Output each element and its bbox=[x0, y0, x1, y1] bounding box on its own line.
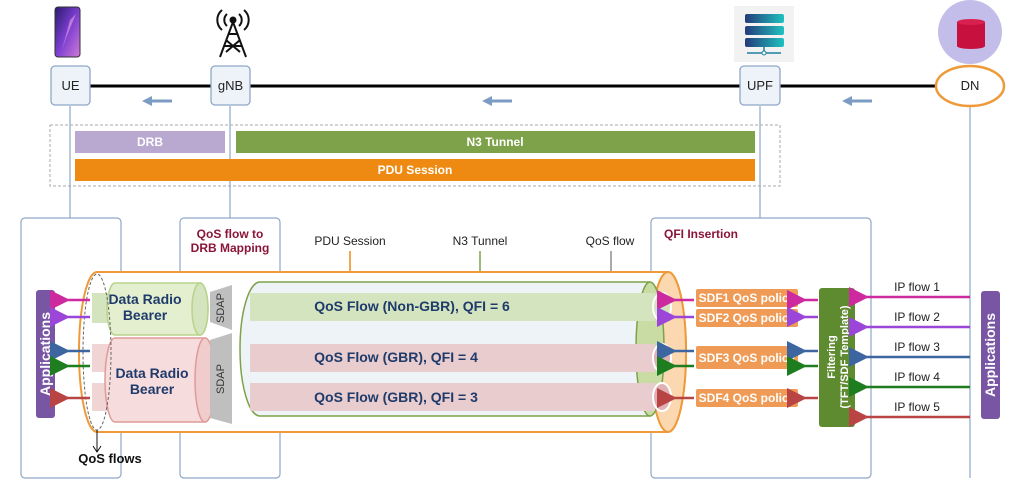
smartphone-icon bbox=[54, 6, 81, 58]
sdf2-policy[interactable]: SDF2 QoS policy bbox=[696, 309, 798, 327]
drb2-label-line1: Data Radio bbox=[115, 365, 188, 381]
qos-flow-label: QoS Flow (GBR), QFI = 4 bbox=[314, 349, 478, 365]
upf-label: UPF bbox=[747, 78, 773, 93]
n3-tunnel-bar: N3 Tunnel bbox=[236, 131, 755, 153]
ip-flow-label: IP flow 3 bbox=[894, 340, 940, 354]
dn-label: DN bbox=[961, 78, 980, 93]
qos-flows-label: QoS flows bbox=[78, 451, 142, 466]
bearer-overview-frame bbox=[49, 124, 781, 187]
sdf2-policy-label: SDF2 QoS policy bbox=[699, 311, 796, 325]
drb1-label-line1: Data Radio bbox=[108, 291, 181, 307]
pdu-session-annotation: PDU Session bbox=[314, 234, 385, 248]
data-radio-bearer-1: Data Radio Bearer bbox=[92, 282, 209, 336]
server-rack-icon bbox=[734, 6, 794, 62]
qos-flow-annotation: QoS flow bbox=[586, 234, 635, 248]
sdap-label: SDAP bbox=[215, 364, 227, 394]
cell-tower-icon bbox=[216, 9, 250, 58]
qos-flow-label: QoS Flow (Non-GBR), QFI = 6 bbox=[314, 298, 510, 314]
ip-flow-label: IP flow 5 bbox=[894, 400, 940, 414]
sdf3-policy-label: SDF3 QoS policy bbox=[699, 351, 796, 365]
dn-applications-block[interactable]: Applications bbox=[981, 291, 1000, 419]
sdf4-policy-label: SDF4 QoS policy bbox=[699, 391, 796, 405]
ip-flow-label: IP flow 1 bbox=[894, 280, 940, 294]
ue-label: UE bbox=[61, 78, 79, 93]
sdf4-policy[interactable]: SDF4 QoS policy bbox=[696, 389, 798, 407]
filtering-block[interactable]: Filtering (TFT/SDF Template) bbox=[819, 288, 855, 427]
n3-tunnel-bar-label: N3 Tunnel bbox=[466, 135, 523, 149]
sdap-block-2: SDAP bbox=[210, 333, 232, 424]
left-arrow-icon bbox=[842, 96, 872, 106]
dn-applications-label: Applications bbox=[982, 313, 998, 397]
left-arrow-icon bbox=[482, 96, 512, 106]
drb-bar: DRB bbox=[75, 131, 225, 153]
qos-flow-band-qfi6 bbox=[250, 293, 655, 321]
qos-flow-cap bbox=[652, 343, 672, 373]
dn-node[interactable]: DN bbox=[934, 64, 1006, 108]
ue-applications-block[interactable]: Applications bbox=[36, 290, 55, 418]
qos-flow-cap bbox=[652, 292, 672, 322]
sdap-block-1: SDAP bbox=[210, 285, 232, 330]
sdf3-policy[interactable]: SDF3 QoS policy bbox=[696, 346, 798, 369]
qfi-insertion-title: QFI Insertion bbox=[664, 227, 738, 241]
gnb-node[interactable]: gNB bbox=[210, 65, 251, 106]
database-icon bbox=[938, 0, 1002, 64]
left-arrow-icon bbox=[142, 96, 172, 106]
ue-applications-label: Applications bbox=[37, 312, 53, 396]
data-radio-bearer-2: Data Radio Bearer bbox=[92, 337, 216, 423]
qos-to-drb-title-line2: DRB Mapping bbox=[191, 241, 270, 255]
gnb-label: gNB bbox=[218, 78, 243, 93]
sdf1-policy-label: SDF1 QoS policy bbox=[699, 291, 796, 305]
n3-tunnel-annotation: N3 Tunnel bbox=[453, 234, 508, 248]
qos-flow-label: QoS Flow (GBR), QFI = 3 bbox=[314, 389, 478, 405]
pdu-session-bar: PDU Session bbox=[75, 159, 755, 181]
ip-flow-label: IP flow 4 bbox=[894, 370, 940, 384]
qos-flow-cap bbox=[652, 382, 672, 412]
upf-node[interactable]: UPF bbox=[739, 65, 781, 106]
filtering-label-line1: Filtering bbox=[826, 335, 838, 378]
drb1-label-line2: Bearer bbox=[123, 307, 168, 323]
drb2-label-line2: Bearer bbox=[130, 381, 175, 397]
filtering-label-line2: (TFT/SDF Template) bbox=[839, 305, 851, 408]
arrow-down-icon bbox=[92, 445, 102, 453]
ue-node[interactable]: UE bbox=[50, 65, 91, 106]
qos-flow-band-qfi4 bbox=[250, 344, 655, 372]
sdf1-policy[interactable]: SDF1 QoS policy bbox=[696, 289, 798, 307]
sdap-label: SDAP bbox=[215, 293, 227, 323]
ip-flow-label: IP flow 2 bbox=[894, 310, 940, 324]
qos-to-drb-title-line1: QoS flow to bbox=[197, 227, 264, 241]
pdu-session-bar-label: PDU Session bbox=[378, 163, 453, 177]
drb-bar-label: DRB bbox=[137, 135, 163, 149]
qos-flow-band-qfi3 bbox=[250, 383, 655, 411]
